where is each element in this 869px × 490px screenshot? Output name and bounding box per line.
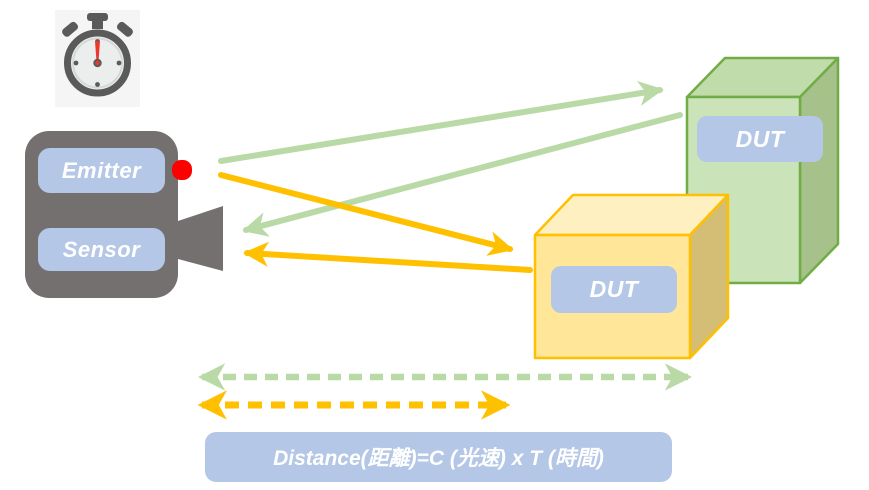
stopwatch-bezel xyxy=(72,37,123,89)
dut-box-far-side-face xyxy=(798,56,840,285)
stopwatch-right-lug xyxy=(116,21,133,37)
stopwatch-icon xyxy=(55,10,140,107)
stopwatch-center-pin xyxy=(93,58,102,68)
distance-arrows xyxy=(197,363,693,420)
stopwatch-needle xyxy=(95,41,100,63)
stopwatch-stem xyxy=(92,17,103,29)
dut-near-label: DUT xyxy=(551,266,677,313)
yellow-outgoing-beam-arrow xyxy=(218,172,514,256)
distance-formula: Distance(距離)=C (光速) x T (時間) xyxy=(205,432,672,482)
stopwatch-crown xyxy=(87,13,108,21)
emitter-label: Emitter xyxy=(38,148,165,193)
green-outgoing-beam-arrow xyxy=(218,80,664,164)
green-reflected-beam-arrow xyxy=(242,112,683,237)
sensor-label: Sensor xyxy=(38,228,165,271)
emitter-led-icon xyxy=(172,160,192,180)
dut-far-label: DUT xyxy=(697,116,823,162)
yellow-reflected-beam-arrow xyxy=(243,241,533,273)
light-beams xyxy=(218,80,683,273)
stopwatch-tick-9 xyxy=(73,60,79,66)
stopwatch-tick-3 xyxy=(116,60,122,66)
stopwatch-left-lug xyxy=(62,21,79,37)
stopwatch-tick-6 xyxy=(95,82,100,87)
sensor-horn-icon xyxy=(178,206,223,271)
